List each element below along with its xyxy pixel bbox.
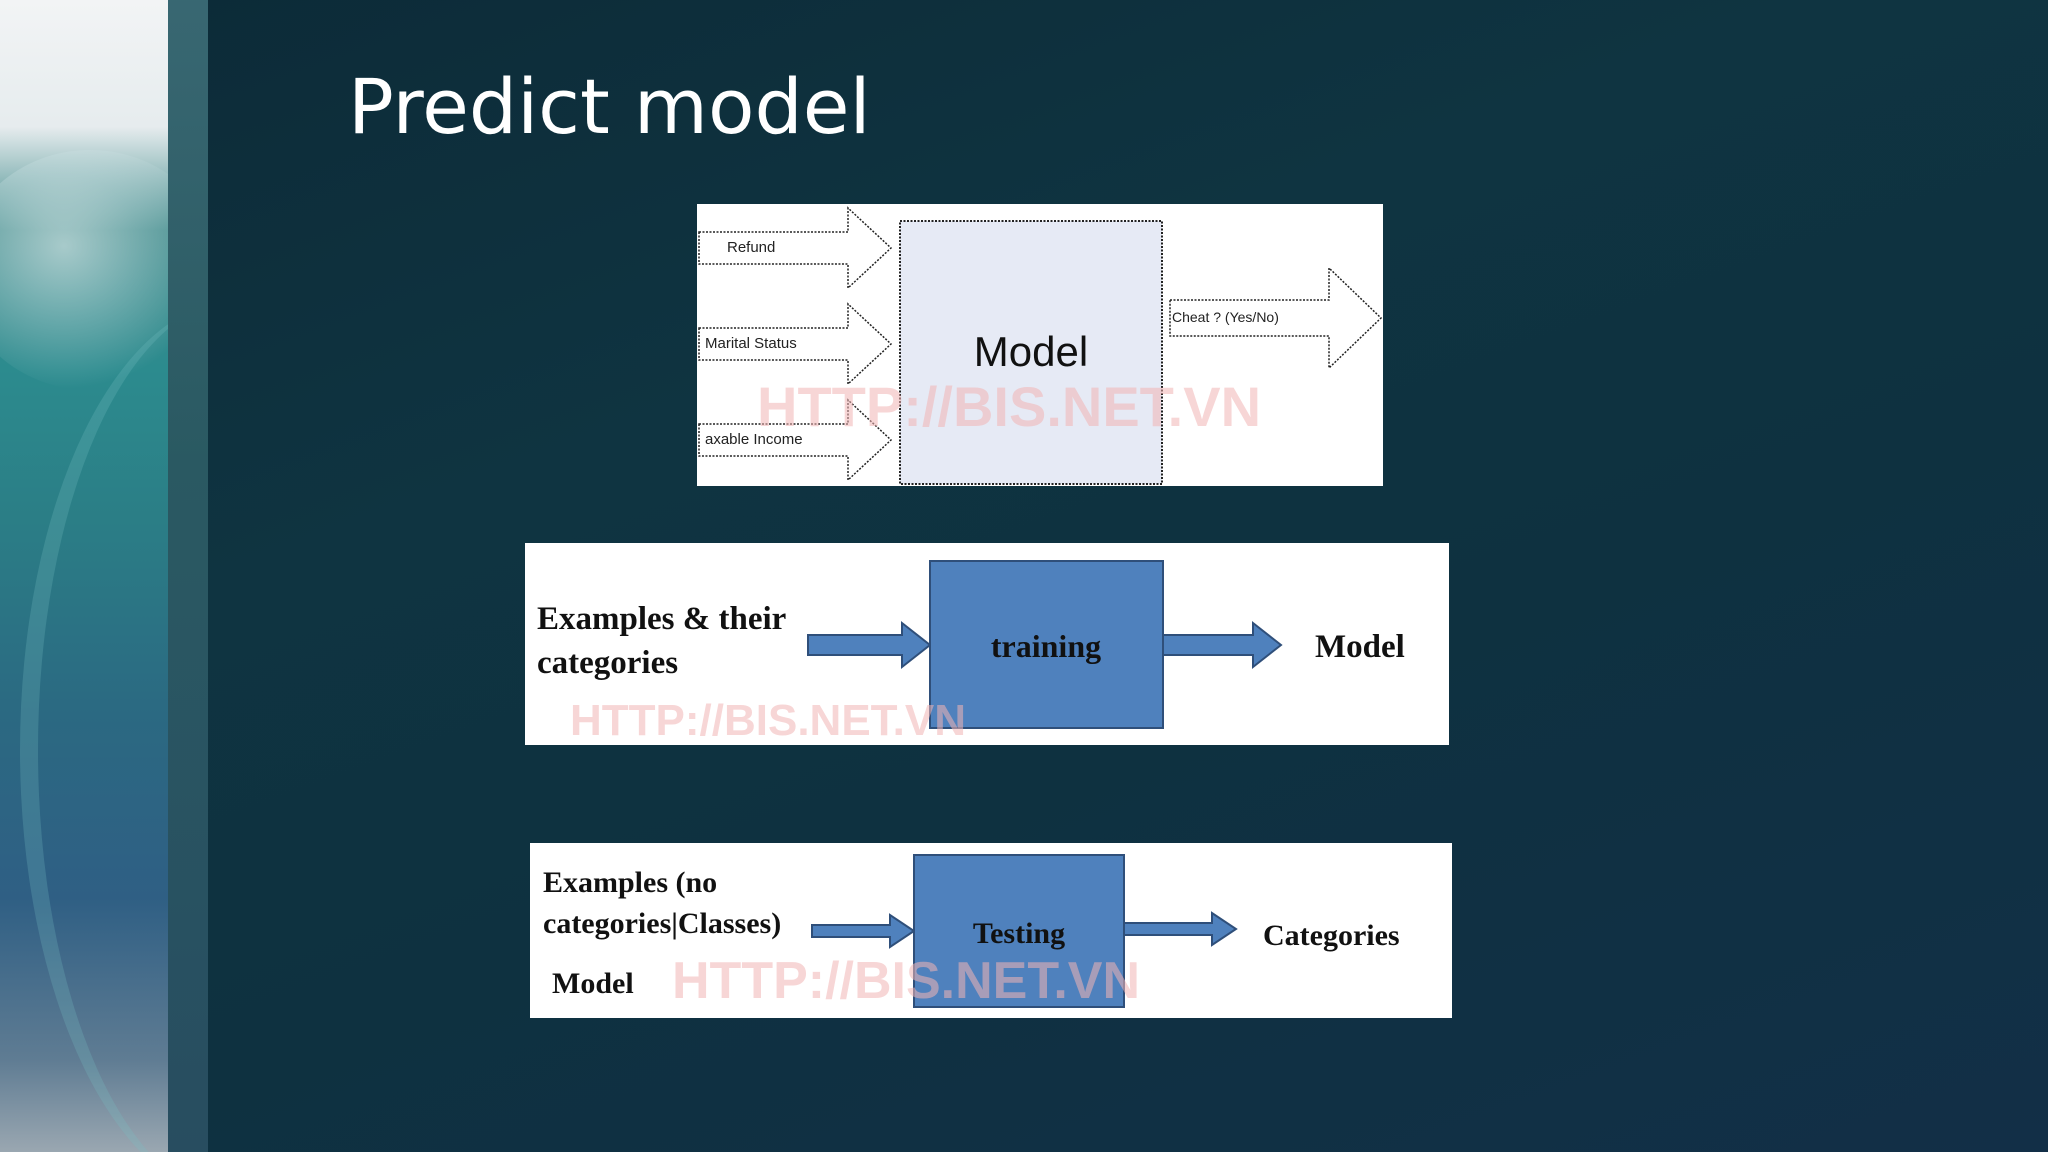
slide-edge-bar [168, 0, 208, 1152]
model-diagram: .dash { stroke: #222; stroke-width: 1.5;… [697, 204, 1383, 486]
testing-input-line1: Examples (no [543, 866, 717, 899]
training-input-line1: Examples & their [537, 601, 786, 637]
training-diagram: Examples & their categories training Mod… [525, 543, 1449, 745]
input-arrow-refund [698, 206, 893, 290]
output-arrow-cheat [1169, 266, 1383, 370]
testing-output-label: Categories [1263, 919, 1400, 952]
input-label-refund: Refund [727, 239, 775, 256]
watermark-text: HTTP://BIS.NET.VN [672, 952, 1140, 1010]
training-box [929, 560, 1164, 729]
testing-input-line3: Model [552, 967, 634, 1000]
training-output-arrow [1162, 620, 1283, 670]
watermark-text: HTTP://BIS.NET.VN [570, 696, 966, 745]
slide-title: Predict model [348, 62, 871, 151]
training-output-label: Model [1315, 629, 1405, 665]
input-arrow-taxable-income [698, 398, 893, 482]
testing-input-line2: categories|Classes) [543, 907, 781, 940]
output-label-cheat: Cheat ? (Yes/No) [1172, 309, 1279, 325]
model-box [899, 220, 1163, 485]
training-diagram-svg: Examples & their categories training Mod… [537, 560, 1405, 745]
training-box-label: training [991, 628, 1101, 664]
testing-box-label: Testing [973, 917, 1065, 950]
wave-swirl [20, 300, 168, 1152]
testing-box [913, 854, 1125, 1008]
input-arrow-marital-status [698, 302, 893, 386]
input-label-marital-status: Marital Status [705, 335, 797, 352]
input-label-taxable-income: axable Income [705, 431, 803, 448]
wave-background-image [0, 0, 168, 1152]
testing-diagram: Examples (no categories|Classes) Model T… [530, 843, 1452, 1018]
watermark-text: HTTP://BIS.NET.VN [757, 375, 1261, 438]
testing-output-arrow [1123, 911, 1238, 947]
testing-input-arrow [811, 913, 916, 949]
model-diagram-svg: .dash { stroke: #222; stroke-width: 1.5;… [698, 206, 1383, 485]
training-input-arrow [807, 620, 932, 670]
training-input-line2: categories [537, 645, 678, 681]
testing-diagram-svg: Examples (no categories|Classes) Model T… [543, 854, 1400, 1010]
model-box-label: Model [974, 328, 1088, 375]
